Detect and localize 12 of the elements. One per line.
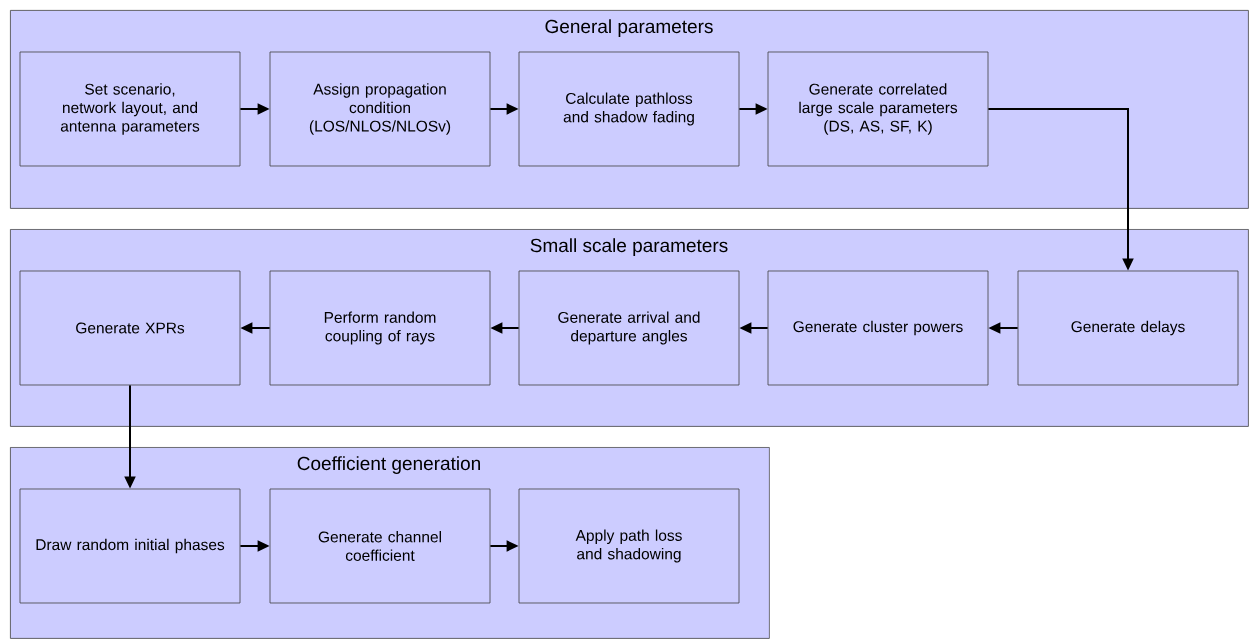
- process-box: Generate channel coefficient: [269, 488, 491, 604]
- process-box: Perform random coupling of rays: [269, 270, 491, 386]
- process-box: Generate cluster powers: [767, 270, 989, 386]
- process-box: Apply path loss and shadowing: [518, 488, 740, 604]
- process-box: Generate delays: [1017, 270, 1239, 386]
- process-box: Draw random initial phases: [19, 488, 241, 604]
- process-box: Generate XPRs: [19, 270, 241, 386]
- process-box: Assign propagation condition (LOS/NLOS/NLOSv): [269, 51, 491, 167]
- process-box: Calculate pathloss and shadow fading: [518, 51, 740, 167]
- process-box: Set scenario, network layout, and antenna parameters: [19, 51, 241, 167]
- process-box: Generate arrival and departure angles: [518, 270, 740, 386]
- process-box: Generate correlated large scale parameters (DS, AS, SF, K): [767, 51, 989, 167]
